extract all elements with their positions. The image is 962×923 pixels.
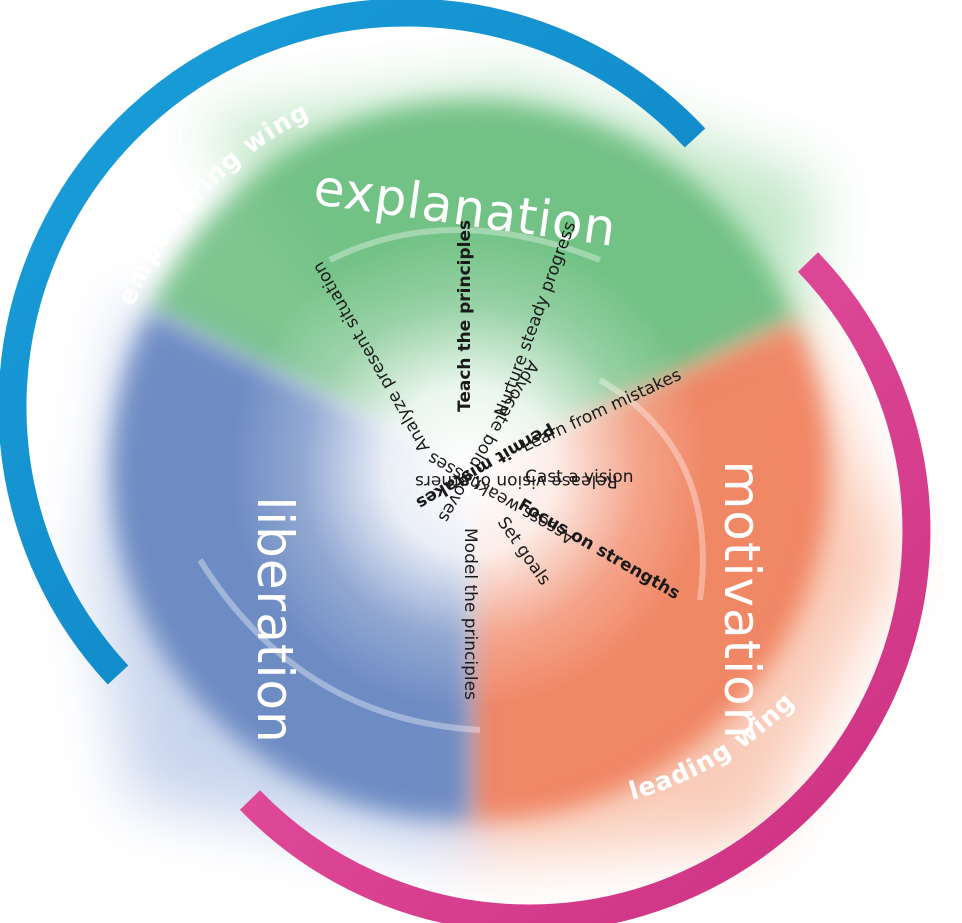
- center-glow: [230, 230, 710, 710]
- empowering-wing-arc: [0, 0, 706, 685]
- liberation-title: liberation: [246, 496, 304, 743]
- spoke-teach-the-principles: Teach the principles: [455, 220, 475, 412]
- spoke-model-the-principles: Model the principles: [460, 528, 480, 700]
- motivation-title: motivation: [713, 461, 771, 740]
- spoke-release-vision-of-others: Release vision of others: [415, 471, 618, 491]
- spoke-cast-a-vision: Cast a vision: [525, 467, 634, 487]
- leading-wing-arc: [239, 252, 931, 923]
